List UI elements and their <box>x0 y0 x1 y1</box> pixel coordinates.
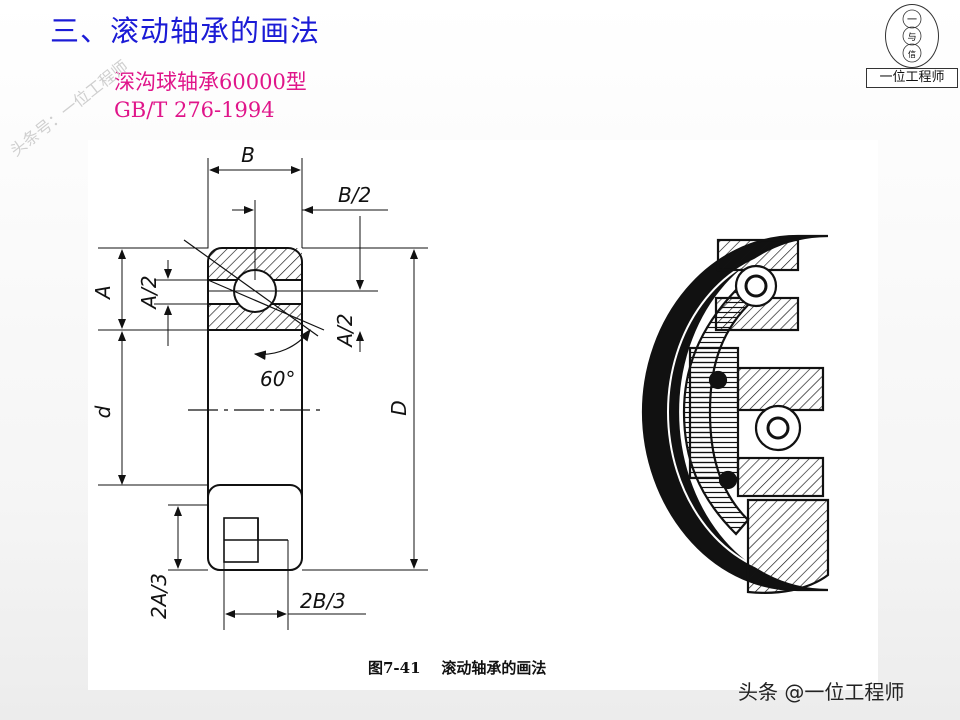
dim-label-A-half-right: A/2 <box>333 313 357 348</box>
dim-label-d: d <box>91 405 115 418</box>
dim-label-B: B <box>241 143 255 167</box>
logo-text: 一位工程师 <box>866 68 958 88</box>
toutiao-credit: 头条 @一位工程师 <box>738 680 905 704</box>
standard-code-label: GB/T 276-1994 <box>114 98 275 122</box>
author-logo: 一 与 信 一位工程师 <box>866 2 958 88</box>
dim-label-2B-third: 2B/3 <box>300 589 346 613</box>
dim-label-A: A <box>91 285 115 301</box>
bearing-type-label: 深沟球轴承60000型 <box>114 70 307 94</box>
logo-glyph-1: 一 <box>907 15 917 26</box>
figure-caption: 图7-41 滚动轴承的画法 <box>368 659 547 677</box>
angle-label: 60° <box>260 367 295 391</box>
dim-label-D: D <box>387 400 411 415</box>
dim-label-B-half: B/2 <box>338 183 371 207</box>
page-title: 三、滚动轴承的画法 <box>50 14 321 48</box>
dim-label-A-half-left: A/2 <box>137 275 161 310</box>
logo-glyph-2: 与 <box>907 32 916 43</box>
bearing-drawing: B B/2 A A/2 d D A/2 60° 2A/3 2B/3 <box>91 143 830 630</box>
bearing-pictorial-view <box>641 234 830 594</box>
logo-glyph-3: 信 <box>908 49 916 59</box>
bearing-drawing-figure: B B/2 A A/2 d D A/2 60° 2A/3 2B/3 <box>88 140 878 690</box>
logo-seal: 一 与 信 <box>885 4 939 68</box>
simplified-bearing-view <box>98 158 428 630</box>
dim-label-2A-third: 2A/3 <box>147 573 171 619</box>
